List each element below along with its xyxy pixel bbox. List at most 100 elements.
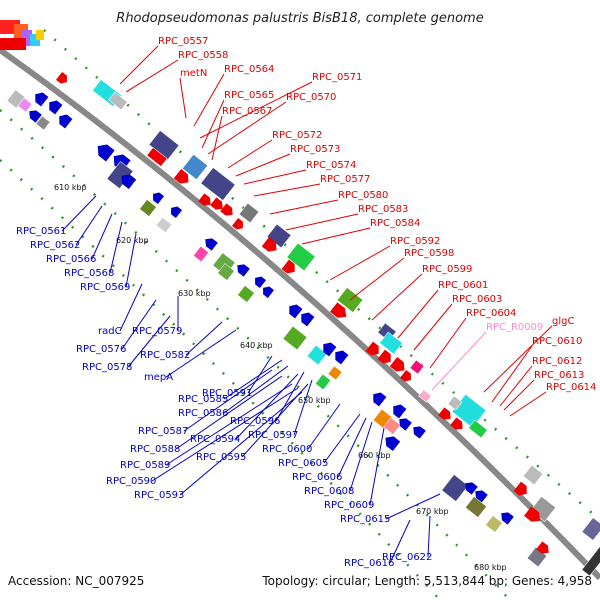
reverse-gene-label[interactable]: RPC_0582 — [140, 350, 190, 361]
gene-block — [441, 474, 469, 502]
label-leader — [223, 365, 289, 414]
label-leader — [509, 391, 547, 417]
forward-gene-label[interactable]: RPC_0583 — [358, 204, 408, 215]
label-leader — [285, 213, 359, 231]
label-leader — [125, 59, 179, 93]
gene-block — [468, 419, 488, 439]
forward-gene-arrow — [55, 71, 67, 84]
reverse-gene-label[interactable]: radC — [98, 326, 122, 337]
forward-gene-label[interactable]: RPC_0565 — [224, 90, 274, 101]
reverse-gene-arrow — [29, 110, 42, 123]
reverse-gene-label[interactable]: RPC_0562 — [30, 240, 80, 251]
forward-gene-arrow — [536, 541, 549, 554]
reverse-gene-label[interactable]: RPC_0576 — [76, 344, 126, 355]
reverse-gene-arrow — [475, 490, 488, 503]
reverse-gene-arrow — [393, 404, 407, 419]
gene-block — [306, 344, 328, 366]
gene-block — [282, 325, 308, 351]
forward-gene-label[interactable]: RPC_0572 — [272, 130, 322, 141]
reverse-gene-label[interactable]: RPC_0615 — [340, 514, 390, 525]
forward-gene-label[interactable]: RPC_0574 — [306, 160, 356, 171]
reverse-gene-label[interactable]: RPC_0596 — [230, 416, 280, 427]
label-leader — [483, 325, 553, 393]
reverse-gene-arrow — [35, 92, 49, 107]
gene-features — [6, 71, 600, 577]
forward-gene-label[interactable]: RPC_0604 — [466, 308, 516, 319]
reverse-gene-label[interactable]: RPC_0622 — [382, 552, 432, 563]
label-leader — [323, 413, 361, 464]
forward-gene-label[interactable]: RPC_0570 — [286, 92, 336, 103]
forward-gene-label[interactable]: RPC_R0009 — [486, 322, 543, 333]
reverse-gene-label[interactable]: RPC_0566 — [46, 254, 96, 265]
gene-block — [237, 285, 255, 303]
reverse-gene-label[interactable]: RPC_0579 — [132, 326, 182, 337]
label-leader — [175, 375, 283, 450]
forward-gene-label[interactable]: RPC_0592 — [390, 236, 440, 247]
label-leader — [179, 391, 303, 496]
reverse-gene-label[interactable]: RPC_0587 — [138, 426, 188, 437]
reverse-gene-label[interactable]: RPC_0589 — [120, 460, 170, 471]
label-leader — [119, 283, 143, 332]
gene-block — [17, 97, 33, 113]
forward-gene-label[interactable]: RPC_0558 — [178, 50, 228, 61]
forward-gene-label[interactable]: metN — [180, 68, 207, 79]
forward-gene-label[interactable]: RPC_0612 — [532, 356, 582, 367]
forward-gene-label[interactable]: RPC_0598 — [404, 248, 454, 259]
forward-gene-label[interactable]: RPC_0567 — [222, 106, 272, 117]
gene-block — [193, 245, 209, 263]
reverse-gene-label[interactable]: RPC_0608 — [304, 486, 354, 497]
reverse-gene-label[interactable]: RPC_0606 — [292, 472, 342, 483]
reverse-gene-label[interactable]: RPC_0591 — [202, 388, 252, 399]
reverse-gene-label[interactable]: RPC_0597 — [248, 430, 298, 441]
gene-block — [418, 389, 432, 403]
forward-gene-label[interactable]: RPC_0584 — [370, 218, 420, 229]
label-leader — [227, 139, 273, 169]
gene-block — [379, 331, 403, 355]
forward-gene-label[interactable]: RPC_0610 — [532, 336, 582, 347]
forward-label-leaders — [119, 45, 553, 417]
forward-gene-label[interactable]: RPC_0564 — [224, 64, 274, 75]
gene-block — [108, 91, 128, 111]
reverse-gene-label[interactable]: RPC_0593 — [134, 490, 184, 501]
reverse-gene-arrow — [59, 114, 73, 129]
gene-block — [200, 167, 236, 201]
label-leader — [75, 205, 103, 246]
forward-gene-label[interactable]: RPC_0599 — [422, 264, 472, 275]
reverse-gene-label[interactable]: RPC_0590 — [106, 476, 156, 487]
forward-gene-label[interactable]: RPC_0571 — [312, 72, 362, 83]
forward-gene-label[interactable]: RPC_0613 — [534, 370, 584, 381]
forward-gene-label[interactable]: RPC_0603 — [452, 294, 502, 305]
reverse-gene-label[interactable]: RPC_0569 — [80, 282, 130, 293]
label-leader — [243, 169, 307, 185]
forward-gene-arrow — [330, 302, 347, 318]
reverse-gene-label[interactable]: RPC_0616 — [344, 558, 394, 569]
label-leader — [369, 427, 385, 506]
forward-gene-label[interactable]: RPC_0601 — [438, 280, 488, 291]
gene-block — [238, 202, 260, 224]
reverse-gene-label[interactable]: RPC_0609 — [324, 500, 374, 511]
reverse-gene-label[interactable]: RPC_0594 — [190, 434, 240, 445]
reverse-gene-label[interactable]: RPC_0605 — [278, 458, 328, 469]
reverse-gene-arrow — [413, 426, 426, 439]
forward-gene-label[interactable]: RPC_0557 — [158, 36, 208, 47]
forward-gene-label[interactable]: glgC — [552, 316, 574, 327]
reverse-gene-arrow — [301, 312, 315, 327]
forward-gene-label[interactable]: RPC_0573 — [290, 144, 340, 155]
label-leader — [207, 101, 287, 155]
reverse-gene-label[interactable]: RPC_0561 — [16, 226, 66, 237]
reverse-gene-label[interactable]: RPC_0600 — [262, 444, 312, 455]
forward-gene-label[interactable]: RPC_0577 — [320, 174, 370, 185]
reverse-gene-label[interactable]: RPC_0588 — [130, 444, 180, 455]
reverse-gene-label[interactable]: mepA — [144, 372, 173, 383]
reverse-gene-label[interactable]: RPC_0595 — [196, 452, 246, 463]
forward-gene-label[interactable]: RPC_0614 — [546, 382, 596, 393]
reverse-gene-label[interactable]: RPC_0568 — [64, 268, 114, 279]
reverse-gene-label[interactable]: RPC_0578 — [82, 362, 132, 373]
forward-gene-label[interactable]: RPC_0580 — [338, 190, 388, 201]
forward-gene-arrow — [261, 236, 277, 252]
gene-block — [447, 395, 463, 411]
reverse-gene-label[interactable]: RPC_0586 — [178, 408, 228, 419]
label-leader — [429, 317, 467, 369]
reverse-gene-label[interactable]: RPC_0585 — [178, 394, 228, 405]
reverse-gene-arrow — [263, 286, 275, 299]
